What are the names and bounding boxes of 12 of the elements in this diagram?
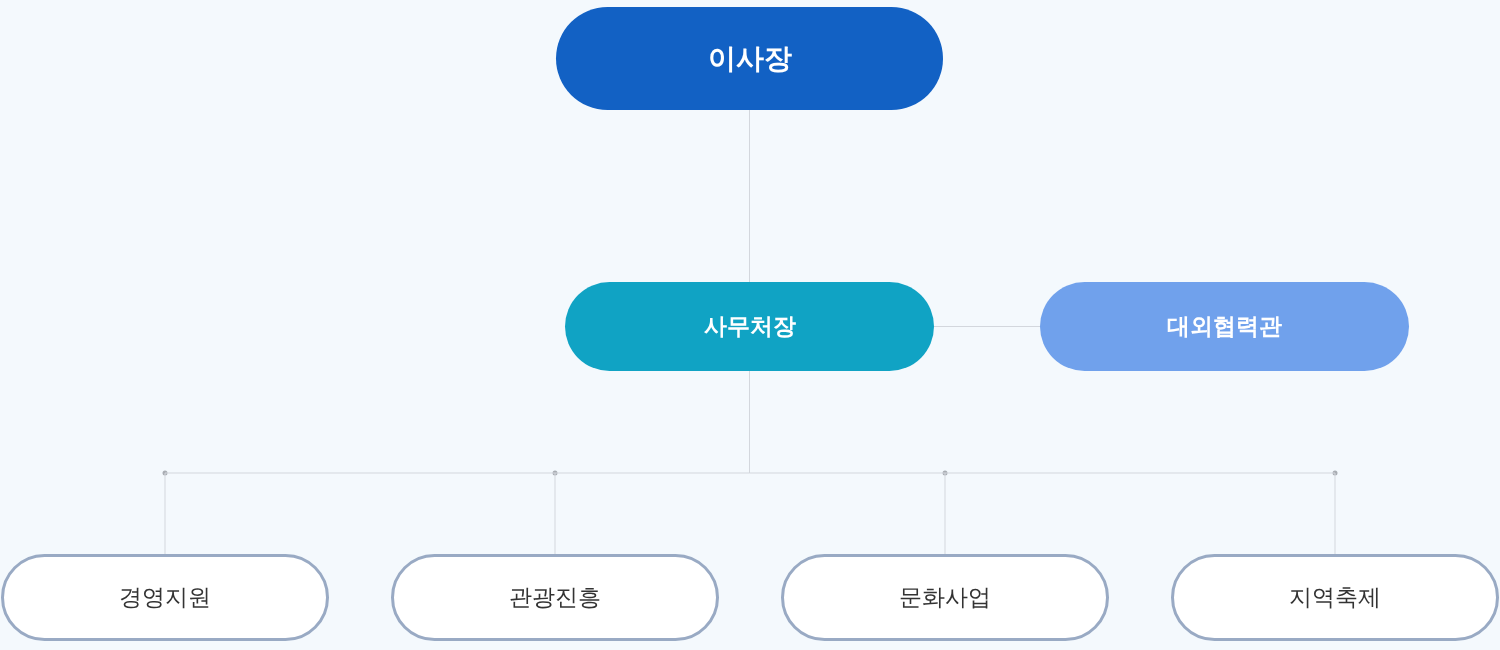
connector-line — [749, 109, 750, 283]
unit-title: 경영지원 — [119, 583, 211, 612]
unit-title: 문화사업 — [899, 583, 991, 612]
unit-title: 관광진흥 — [509, 583, 601, 612]
unit-title: 사무처장 — [703, 312, 796, 341]
connector-line — [933, 326, 1041, 327]
org-unit-node — [1171, 554, 1499, 641]
unit-title: 지역축제 — [1289, 583, 1381, 612]
unit-title: 대외협력관 — [1167, 312, 1282, 341]
connector-line — [749, 370, 750, 474]
org-unit-node — [1, 554, 329, 641]
unit-title: 이사장 — [707, 40, 792, 77]
